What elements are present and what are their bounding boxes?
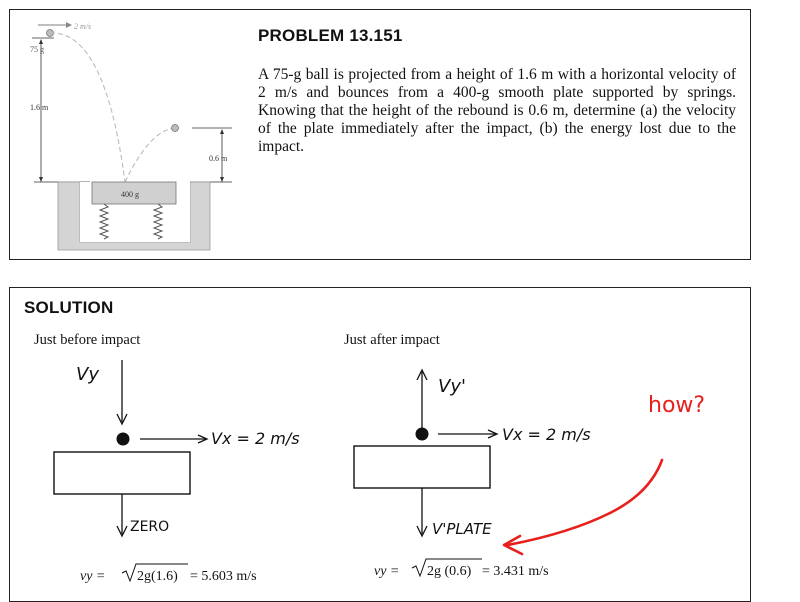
rebound-label: 0.6 m xyxy=(209,154,228,163)
solution-panel: SOLUTION Just before impact Just after i… xyxy=(9,287,751,602)
after-equation-lhs: vy = xyxy=(374,564,399,579)
before-plate xyxy=(53,451,191,495)
before-sqrt-sign xyxy=(121,563,188,583)
after-vy-label: Vy' xyxy=(438,376,466,397)
before-caption: Just before impact xyxy=(34,332,141,348)
spring-right xyxy=(152,203,164,240)
after-plate xyxy=(353,445,491,489)
solution-title: SOLUTION xyxy=(24,298,114,317)
plate-mass-label: 400 g xyxy=(121,190,139,199)
before-equation-lhs: vy = xyxy=(80,569,105,584)
trajectory-path xyxy=(49,32,126,183)
before-equation-rhs: = 5.603 m/s xyxy=(190,569,257,584)
after-vx-label: Vx = 2 m/s xyxy=(502,425,591,444)
after-equation-rhs: = 3.431 m/s xyxy=(482,564,549,579)
after-equation-radicand: 2g (0.6) xyxy=(427,564,472,579)
solution-diagrams: Vy Vx = 2 m/s ZERO Vy' Vx = 2 m/s V'PLAT… xyxy=(53,360,705,584)
problem-figure: 2 m/s 75 g 1.6 m 0.6 m 400 g xyxy=(30,22,232,251)
after-caption: Just after impact xyxy=(344,332,440,348)
problem-title: PROBLEM 13.151 xyxy=(258,26,403,45)
before-ball xyxy=(116,432,130,446)
plate xyxy=(91,181,177,205)
red-curve-arrow xyxy=(506,458,664,547)
how-annotation: how? xyxy=(648,393,705,418)
spring-left xyxy=(98,203,110,240)
before-vx-label: Vx = 2 m/s xyxy=(211,429,300,448)
problem-panel: 2 m/s 75 g 1.6 m 0.6 m 400 g PROBLEM 13.… xyxy=(9,9,751,260)
height-label: 1.6 m xyxy=(30,103,49,112)
after-sqrt-sign xyxy=(411,558,482,578)
speed-label: 2 m/s xyxy=(74,22,91,31)
before-equation-radicand: 2g(1.6) xyxy=(137,569,178,584)
problem-statement: A 75-g ball is projected from a height o… xyxy=(258,66,736,155)
rebound-ball xyxy=(171,124,179,132)
after-ball xyxy=(415,427,429,441)
red-arrowhead xyxy=(502,534,524,556)
after-plate-label: V'PLATE xyxy=(432,520,492,538)
ball-mass-label: 75 g xyxy=(30,45,44,54)
before-plate-label: ZERO xyxy=(130,519,169,535)
velocity-arrowhead xyxy=(66,22,72,28)
before-vy-label: Vy xyxy=(76,364,99,385)
